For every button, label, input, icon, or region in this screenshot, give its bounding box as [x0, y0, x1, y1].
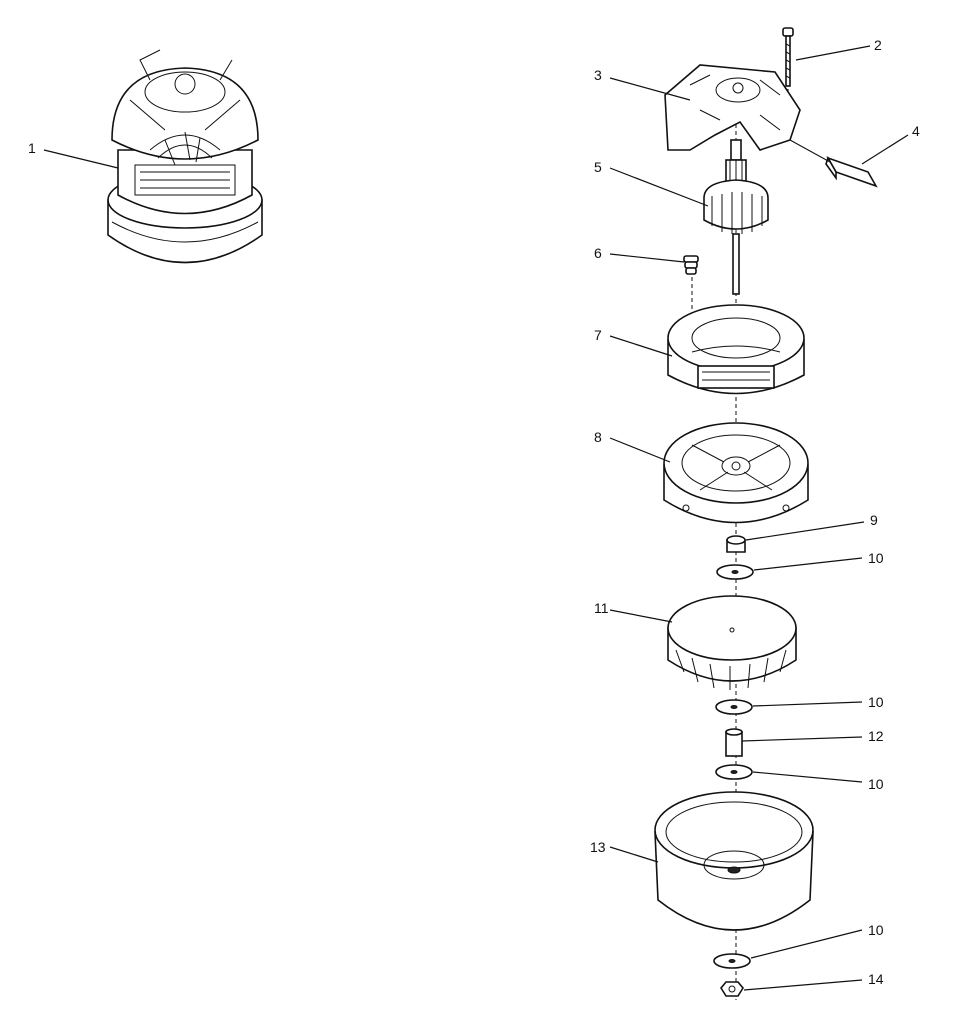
end-bracket [664, 64, 801, 151]
callout-5: 5 [594, 159, 602, 175]
callout-9: 9 [870, 512, 878, 528]
bearing-housing [663, 422, 809, 524]
washer-4 [713, 953, 751, 969]
callout-3: 3 [594, 67, 602, 83]
hex-nut [720, 981, 744, 997]
callout-14: 14 [868, 971, 884, 987]
fan-impeller [667, 595, 797, 690]
washer-3 [715, 764, 753, 780]
callout-10b: 10 [868, 694, 884, 710]
washer-2 [715, 699, 753, 715]
callout-10a: 10 [868, 550, 884, 566]
spacer [726, 535, 746, 553]
callout-13: 13 [590, 839, 606, 855]
callout-10c: 10 [868, 776, 884, 792]
spring-clip [683, 255, 699, 275]
callout-1: 1 [28, 140, 36, 156]
callout-12: 12 [868, 728, 884, 744]
brush [789, 139, 878, 188]
callout-6: 6 [594, 245, 602, 261]
assembled-motor [107, 49, 263, 264]
fan-housing [654, 791, 814, 931]
washer-1 [716, 564, 754, 580]
callout-8: 8 [594, 429, 602, 445]
shaft-spacer [725, 728, 743, 757]
callout-7: 7 [594, 327, 602, 343]
callout-4: 4 [912, 123, 920, 139]
leader-lines [43, 45, 909, 991]
callout-2: 2 [874, 37, 882, 53]
callout-11: 11 [594, 600, 609, 616]
field-stator [667, 304, 805, 395]
armature [703, 139, 769, 295]
screw [782, 27, 794, 87]
callout-10d: 10 [868, 922, 884, 938]
